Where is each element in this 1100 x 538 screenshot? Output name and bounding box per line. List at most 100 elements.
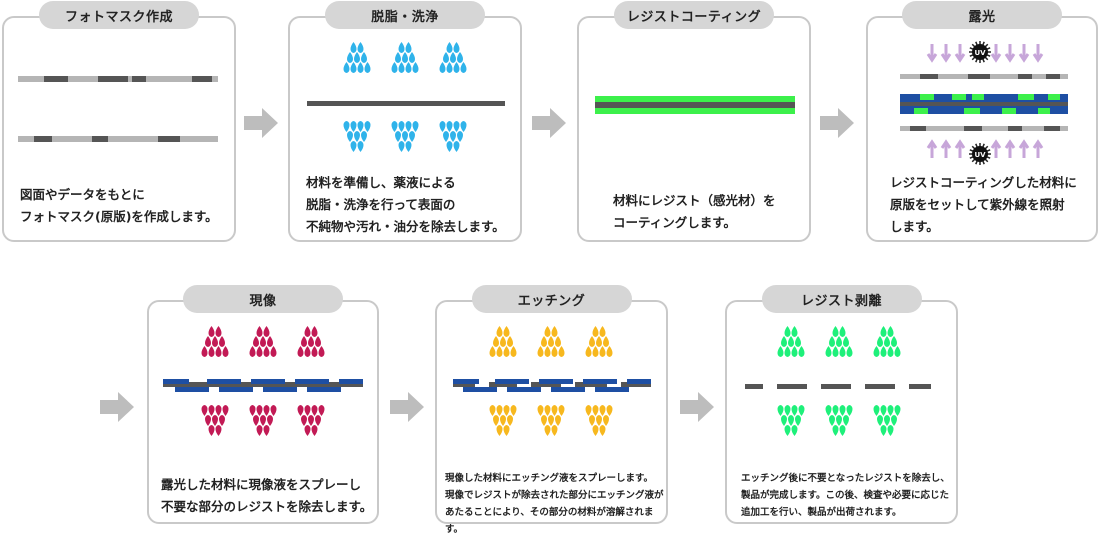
spray-drop-icon <box>443 131 449 142</box>
spray-drop-icon <box>343 62 350 73</box>
spray-drop-icon <box>350 42 357 53</box>
spray-drop-icon <box>222 346 229 357</box>
spray-drop-icon <box>308 415 314 426</box>
uv-arrow-up-icon <box>940 139 952 158</box>
spray-drop-icon <box>791 326 798 337</box>
spray-drop-icon <box>460 62 467 73</box>
material-layer <box>163 382 363 387</box>
spray-drop-icon <box>507 415 513 426</box>
spray-drop-icon <box>541 415 547 426</box>
spray-drop-icon <box>880 326 887 337</box>
spray-drop-icon <box>357 42 364 53</box>
uv-arrow-down-icon <box>990 44 1002 63</box>
spray-drop-icon <box>829 336 835 347</box>
spray-drop-icon <box>791 425 798 436</box>
spray-drop-icon <box>887 326 894 337</box>
spray-drop-icon <box>215 346 222 357</box>
spray-drop-icon <box>297 346 304 357</box>
spray-drop-icon <box>364 121 371 132</box>
resist-coating-illustration <box>595 96 795 114</box>
uv-arrow-down-icon <box>1018 44 1030 63</box>
spray-drop-icon <box>558 346 565 357</box>
flow-arrow-icon <box>680 392 714 422</box>
spray-drop-icon <box>395 52 401 63</box>
material-layer <box>745 384 943 389</box>
spray-drop-icon <box>551 405 558 416</box>
spray-drop-icon <box>357 121 364 132</box>
step-development-card: 現像 露光した材料に現像液をスプレーし 不要な部分のレジストを除去します。 <box>147 285 379 524</box>
spray-drop-icon <box>350 62 357 73</box>
spray-drop-icon <box>873 346 880 357</box>
material-layer <box>453 382 651 387</box>
spray-drop-icon <box>315 336 321 347</box>
spray-drop-icon <box>551 326 558 337</box>
spray-drop-icon <box>510 405 517 416</box>
spray-drop-icon <box>544 326 551 337</box>
spray-drop-icon <box>500 336 506 347</box>
spray-drop-icon <box>398 141 405 152</box>
uv-arrow-down-icon <box>1032 44 1044 63</box>
spray-drop-icon <box>551 346 558 357</box>
step-title: 現像 <box>183 285 343 313</box>
spray-drop-icon <box>311 326 318 337</box>
spray-drop-icon <box>496 405 503 416</box>
uv-arrow-up-icon <box>1004 139 1016 158</box>
spray-drop-icon <box>496 425 503 436</box>
spray-drop-icon <box>795 415 801 426</box>
spray-drop-icon <box>361 52 367 63</box>
spray-drop-icon <box>439 121 446 132</box>
step-resist-strip-card: レジスト剥離 エッチング後に不要となったレジストを除去し、 製品が完成します。こ… <box>725 285 958 524</box>
spray-drop-icon <box>596 415 602 426</box>
step-title: エッチング <box>471 285 632 313</box>
spray-drop-icon <box>412 121 419 132</box>
spray-drop-icon <box>311 405 318 416</box>
spray-drop-icon <box>877 415 883 426</box>
spray-drop-icon <box>795 336 801 347</box>
spray-drop-icon <box>493 336 499 347</box>
spray-drop-icon <box>215 425 222 436</box>
step-title: レジストコーティング <box>614 1 774 29</box>
uv-arrow-down-icon <box>954 44 966 63</box>
spray-drop-icon <box>585 405 592 416</box>
flow-arrow-icon <box>244 108 278 138</box>
spray-drop-icon <box>510 346 517 357</box>
spray-drop-icon <box>439 62 446 73</box>
spray-drop-icon <box>599 425 606 436</box>
spray-drop-icon <box>263 346 270 357</box>
spray-drop-icon <box>256 326 263 337</box>
uv-arrow-down-icon <box>1004 44 1016 63</box>
spray-drop-icon <box>409 52 415 63</box>
spray-drop-icon <box>544 346 551 357</box>
material-layer <box>307 101 505 106</box>
spray-drop-icon <box>357 141 364 152</box>
step-photomask-card: フォトマスク作成 図面やデータをもとに フォトマスク(原版)を作成します。 <box>2 1 236 242</box>
spray-drop-icon <box>839 405 846 416</box>
uv-label: UV <box>974 151 986 159</box>
spray-drop-icon <box>537 346 544 357</box>
spray-drop-icon <box>791 346 798 357</box>
spray-drop-icon <box>318 405 325 416</box>
spray-drop-icon <box>555 415 561 426</box>
spray-drop-icon <box>592 405 599 416</box>
spray-drop-icon <box>308 336 314 347</box>
spray-drop-icon <box>894 405 901 416</box>
spray-drop-icon <box>350 121 357 132</box>
spray-drop-icon <box>829 415 835 426</box>
spray-drop-icon <box>405 42 412 53</box>
spray-drop-icon <box>788 415 794 426</box>
spray-drop-icon <box>354 131 360 142</box>
spray-drop-icon <box>603 415 609 426</box>
spray-drop-icon <box>503 405 510 416</box>
spray-drop-icon <box>589 336 595 347</box>
step-resist-coating-card: レジストコーティング 材料にレジスト（感光材）を コーティングします。 <box>577 1 811 242</box>
spray-drop-icon <box>784 425 791 436</box>
spray-drop-icon <box>398 121 405 132</box>
spray-drop-icon <box>887 405 894 416</box>
spray-drop-icon <box>891 336 897 347</box>
spray-drop-icon <box>606 405 613 416</box>
spray-drop-icon <box>589 415 595 426</box>
uv-lamp-icon: UV <box>969 41 991 63</box>
spray-drop-icon <box>343 121 350 132</box>
flow-arrow-icon <box>100 392 134 422</box>
step-description: 材料を準備し、薬液による 脱脂・洗浄を行って表面の 不純物や汚れ・油分を除去しま… <box>306 175 505 234</box>
